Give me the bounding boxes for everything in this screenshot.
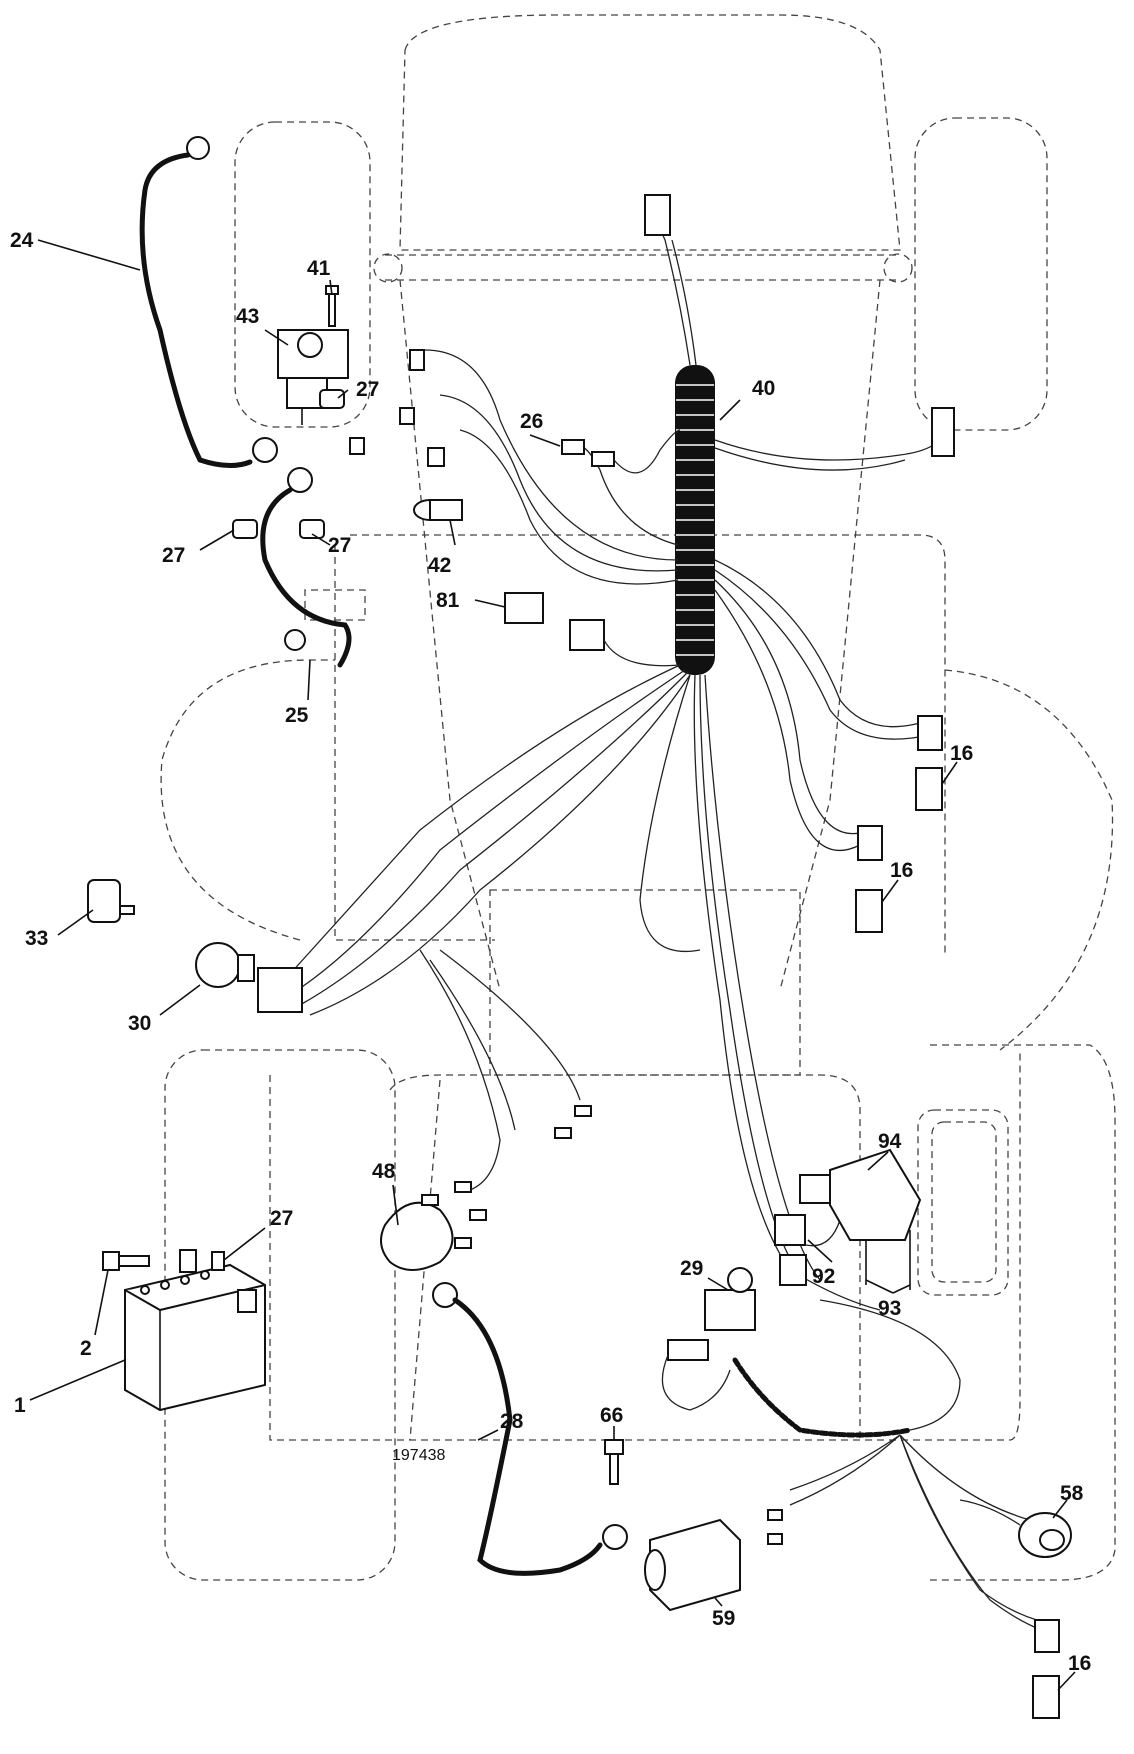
callout-27-top: 27 xyxy=(356,378,379,401)
callout-1: 1 xyxy=(14,1394,26,1417)
screw-66 xyxy=(604,1439,624,1485)
callout-16-bottom: 16 xyxy=(1068,1652,1091,1675)
callout-41: 41 xyxy=(307,257,331,280)
callout-24: 24 xyxy=(10,229,34,252)
callout-28: 28 xyxy=(500,1410,524,1433)
switch-94 xyxy=(799,1148,922,1241)
callouts: 24 41 43 27 27 27 25 26 40 42 81 16 16 1… xyxy=(10,229,1091,1675)
terminal-26 xyxy=(561,429,681,474)
callout-30: 30 xyxy=(128,1012,151,1035)
nut-27-battery xyxy=(211,1251,225,1271)
callout-16-middle: 16 xyxy=(890,859,913,882)
callout-42: 42 xyxy=(428,554,451,577)
battery-1 xyxy=(124,1249,266,1412)
callout-33: 33 xyxy=(25,927,48,950)
bolt-2 xyxy=(102,1251,150,1271)
connector-16-upper xyxy=(915,715,943,811)
grommet-42 xyxy=(413,499,463,521)
callout-43: 43 xyxy=(236,305,259,328)
screws-93 xyxy=(865,1230,911,1290)
callout-2: 2 xyxy=(80,1337,92,1360)
callout-29: 29 xyxy=(680,1257,703,1280)
ground-cable-28 xyxy=(432,1282,628,1576)
callout-58-visible: 58 xyxy=(1060,1482,1084,1505)
battery-cable-25 xyxy=(260,467,352,668)
callout-81: 81 xyxy=(436,589,460,612)
solenoid-43 xyxy=(277,329,349,425)
headlight-connector-left xyxy=(644,194,671,236)
callout-94: 94 xyxy=(878,1130,902,1153)
callout-16-upper: 16 xyxy=(950,742,973,765)
callout-25: 25 xyxy=(285,704,309,727)
ignition-switch-30 xyxy=(195,942,303,1013)
callout-27-lower-left: 27 xyxy=(162,544,185,567)
headlight-connector-right xyxy=(931,407,955,457)
key-33 xyxy=(87,879,135,923)
ring-terminals-top xyxy=(349,349,445,467)
callout-59: 59 xyxy=(712,1607,735,1630)
callout-93: 93 xyxy=(878,1297,901,1320)
callout-27-battery: 27 xyxy=(270,1207,293,1230)
nut-27-lower-right xyxy=(299,519,325,539)
module-59 xyxy=(644,1509,783,1612)
callout-48: 48 xyxy=(372,1160,396,1183)
main-harness xyxy=(279,194,1061,1636)
nut-27-top xyxy=(319,389,345,409)
callout-66: 66 xyxy=(600,1404,623,1427)
switch-29 xyxy=(661,1267,756,1411)
connector-92 xyxy=(774,1214,841,1286)
connector-16-bottom xyxy=(1032,1619,1060,1719)
battery-cable-24 xyxy=(139,136,278,468)
leader-lines xyxy=(29,239,1076,1691)
callout-26: 26 xyxy=(520,410,543,433)
nut-27-lower-left xyxy=(232,519,258,539)
callout-92: 92 xyxy=(812,1265,835,1288)
switch-58 xyxy=(959,1499,1072,1558)
tractor-outline xyxy=(160,14,1116,1581)
callout-27-lower-right: 27 xyxy=(328,534,351,557)
connector-16-middle xyxy=(855,825,883,933)
relay-81 xyxy=(504,592,681,667)
drawing-number: 197438 xyxy=(392,1447,445,1464)
switch-48 xyxy=(380,1105,592,1271)
callout-40: 40 xyxy=(752,377,775,400)
